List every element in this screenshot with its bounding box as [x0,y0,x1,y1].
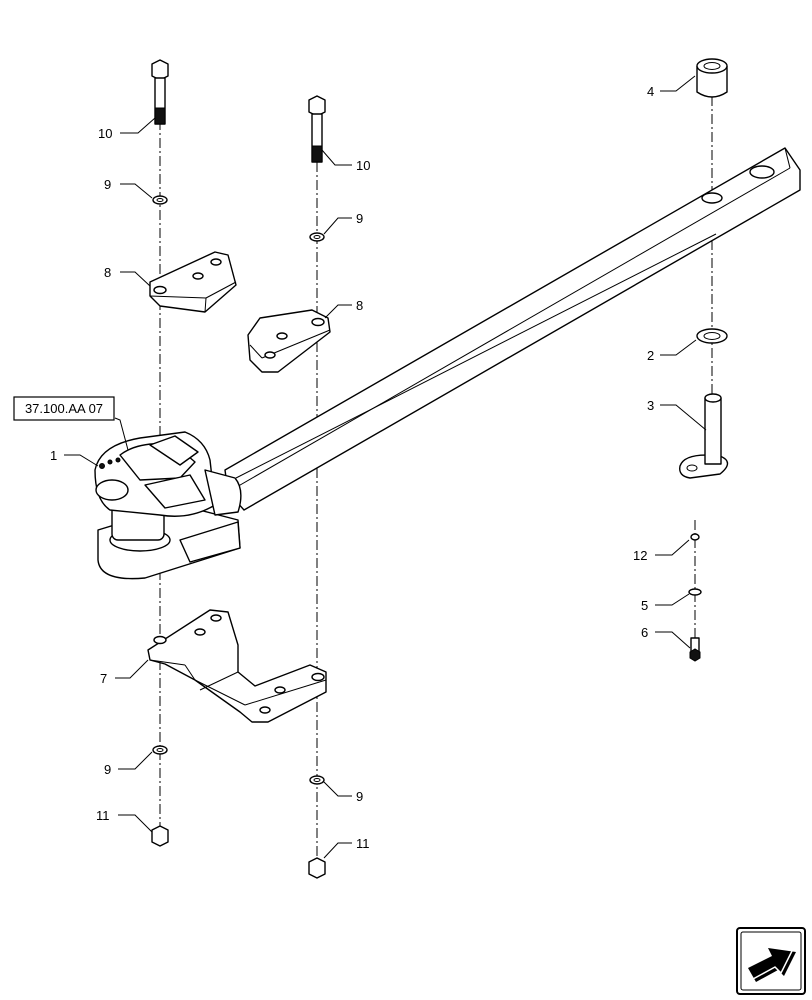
small-spacer [690,533,700,541]
drawbar [224,147,801,511]
callout-10-middle: 10 [356,158,370,173]
callout-3: 3 [647,398,654,413]
callout-12: 12 [633,548,647,563]
washer-lower-middle [309,775,325,785]
callout-8-middle: 8 [356,298,363,313]
callout-9-upper-left: 9 [104,177,111,192]
lower-bracket [147,609,327,723]
nut-middle [308,857,326,879]
bushing [696,58,728,98]
callout-11-left: 11 [96,808,110,823]
next-page-arrow-icon[interactable] [736,927,806,995]
callout-7: 7 [100,671,107,686]
callout-1: 1 [50,448,57,463]
bolt-middle [308,95,326,163]
callout-6: 6 [641,625,648,640]
small-bolt [689,637,701,662]
washer-upper-left [152,195,168,205]
bracket-plate-middle [247,309,331,373]
bolt-left [151,59,169,125]
bracket-plate-left [149,251,237,313]
small-washer [688,588,702,596]
reference-box[interactable] [13,396,115,421]
large-washer [696,328,728,344]
leaders [64,75,707,859]
callout-9-upper-middle: 9 [356,211,363,226]
nut-left [151,825,169,847]
callout-4: 4 [647,84,654,99]
washer-lower-left [152,745,168,755]
callout-9-lower-middle: 9 [356,789,363,804]
callout-2: 2 [647,348,654,363]
callout-labels: 10 9 8 10 9 8 1 7 9 9 11 11 4 2 3 12 5 6 [50,84,654,851]
callout-8-left: 8 [104,265,111,280]
hitch-pin [679,393,729,479]
callout-11-middle: 11 [356,836,370,851]
washer-upper-middle [309,232,325,242]
hitch-assembly [94,431,242,580]
callout-10-left: 10 [98,126,112,141]
reference-box-label[interactable]: 37.100.AA 07 [25,401,103,416]
callout-5: 5 [641,598,648,613]
callout-9-lower-left: 9 [104,762,111,777]
